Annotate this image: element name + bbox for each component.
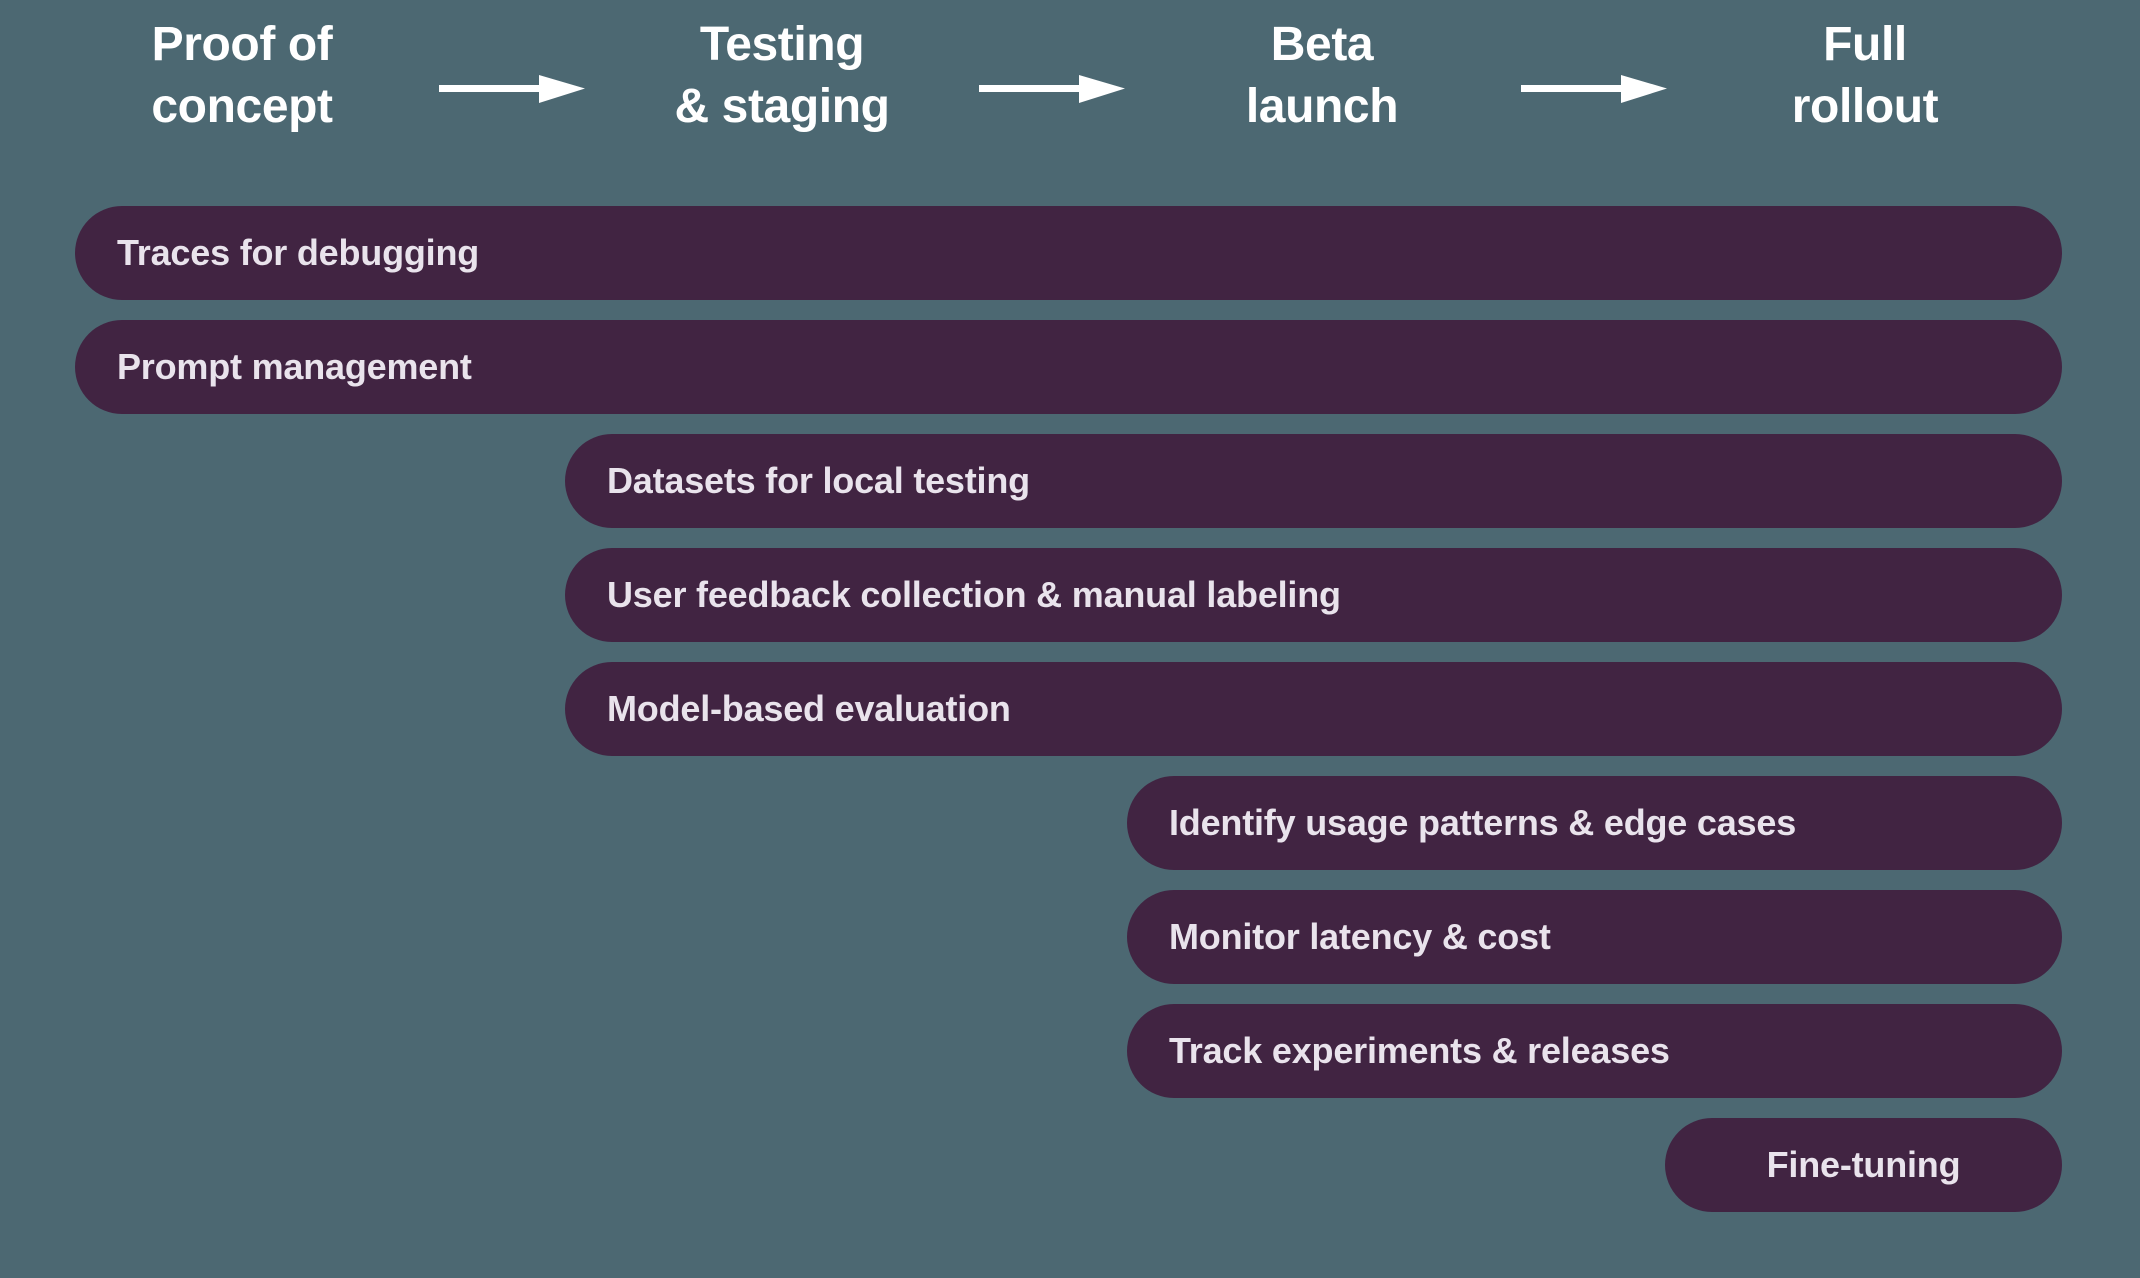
capability-bar-label: Prompt management xyxy=(117,346,472,387)
capability-bar-label: Track experiments & releases xyxy=(1169,1030,1670,1071)
capability-bar-label: Datasets for local testing xyxy=(607,460,1030,501)
capability-bar[interactable]: Model-based evaluation xyxy=(565,662,2062,756)
capability-bar[interactable]: Prompt management xyxy=(75,320,2062,414)
arrow-right-icon xyxy=(439,73,585,105)
phase-label-2: Testing & staging xyxy=(674,18,890,133)
capability-bar[interactable]: Monitor latency & cost xyxy=(1127,890,2062,984)
capability-bar[interactable]: Fine-tuning xyxy=(1665,1118,2062,1212)
phase-label-1: Proof of concept xyxy=(151,18,333,133)
capability-bar-label: Fine-tuning xyxy=(1766,1144,1961,1185)
capability-bar[interactable]: User feedback collection & manual labeli… xyxy=(565,548,2062,642)
capability-bar-label: User feedback collection & manual labeli… xyxy=(607,574,1341,615)
phase-label-3: Beta launch xyxy=(1245,18,1399,133)
capability-bar-label: Traces for debugging xyxy=(117,232,480,273)
capability-bar[interactable]: Identify usage patterns & edge cases xyxy=(1127,776,2062,870)
arrow-right-icon xyxy=(1521,73,1667,105)
arrow-right-icon xyxy=(979,73,1125,105)
capability-bar-label: Identify usage patterns & edge cases xyxy=(1169,802,1797,843)
capability-bar-label: Monitor latency & cost xyxy=(1169,916,1551,957)
capability-bar[interactable]: Traces for debugging xyxy=(75,206,2062,300)
phase-label-4: Full rollout xyxy=(1791,18,1939,133)
capability-bar[interactable]: Datasets for local testing xyxy=(565,434,2062,528)
capability-bar[interactable]: Track experiments & releases xyxy=(1127,1004,2062,1098)
capability-bar-label: Model-based evaluation xyxy=(607,688,1011,729)
